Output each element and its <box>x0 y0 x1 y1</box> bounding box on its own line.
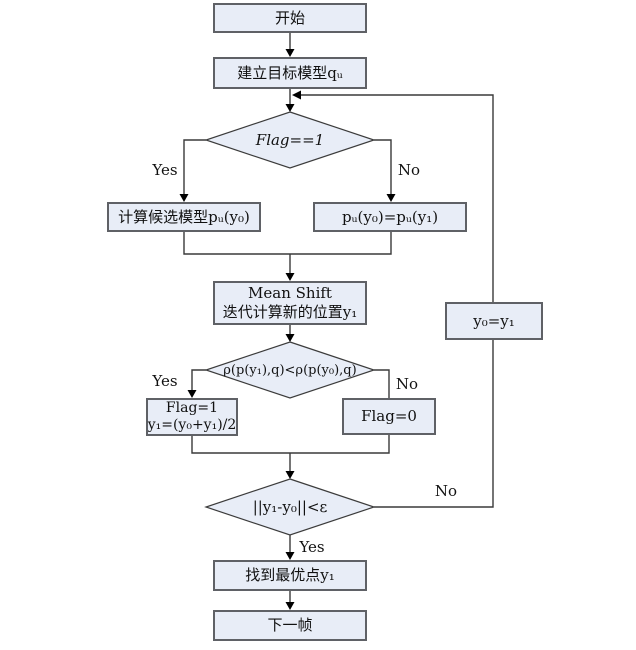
node-next-frame: 下一帧 <box>213 610 367 641</box>
node-start-label: 开始 <box>274 8 305 27</box>
edge-rho-no <box>374 369 390 398</box>
arrowhead-rho <box>285 334 295 342</box>
decision-rho-shape <box>204 341 376 399</box>
edge-rho-yes <box>191 369 206 391</box>
arrowhead-copy <box>386 194 396 202</box>
node-next-frame-label: 下一帧 <box>267 616 313 635</box>
node-mean-shift-line1: Mean Shift <box>248 284 332 303</box>
decision-flag-shape <box>204 111 376 169</box>
node-flag-set1-line1: Flag=1 <box>165 399 219 416</box>
label-converge-yes: Yes <box>299 537 325 556</box>
arrowhead-converge <box>285 471 295 479</box>
node-compute-candidate: 计算候选模型pᵤ(y₀) <box>107 202 261 232</box>
label-flag-no: No <box>397 160 421 179</box>
node-start: 开始 <box>213 3 367 33</box>
edge-flag-yes <box>183 139 206 195</box>
edge-merge2 <box>191 435 390 454</box>
edge-return-loop <box>297 94 494 508</box>
node-update-y0-label: y₀=y₁ <box>473 311 515 330</box>
arrowhead-optimum <box>285 552 295 560</box>
arrowhead-nextframe <box>285 602 295 610</box>
node-optimum-label: 找到最优点y₁ <box>245 566 335 585</box>
label-flag-yes: Yes <box>152 160 178 179</box>
node-mean-shift-line2: 迭代计算新的位置y₁ <box>222 303 358 321</box>
arrowhead-return <box>292 90 301 100</box>
decision-converge-label: ||y₁-y₀||<ε <box>252 498 328 516</box>
label-rho-yes: Yes <box>152 371 178 390</box>
arrowhead-flagcheck <box>285 104 295 112</box>
node-flag-set0-label: Flag=0 <box>361 407 417 426</box>
node-build-model: 建立目标模型qᵤ <box>213 57 367 89</box>
node-compute-candidate-label: 计算候选模型pᵤ(y₀) <box>118 207 250 226</box>
node-build-model-label: 建立目标模型qᵤ <box>237 63 343 82</box>
node-flag-set0: Flag=0 <box>342 398 436 435</box>
node-copy-model: pᵤ(y₀)=pᵤ(y₁) <box>313 202 467 232</box>
node-update-y0: y₀=y₁ <box>445 302 543 340</box>
edge-flag-no <box>374 139 392 195</box>
node-mean-shift: Mean Shift 迭代计算新的位置y₁ <box>213 281 367 325</box>
node-optimum: 找到最优点y₁ <box>213 560 367 591</box>
label-rho-no: No <box>395 374 419 393</box>
node-copy-model-label: pᵤ(y₀)=pᵤ(y₁) <box>341 207 439 226</box>
label-converge-no: No <box>434 481 458 500</box>
arrowhead-meanshift <box>285 273 295 281</box>
arrowhead-build <box>285 49 295 57</box>
decision-flag-label: Flag==1 <box>255 131 325 149</box>
node-flag-set1: Flag=1 y₁=(y₀+y₁)/2 <box>146 398 238 436</box>
decision-rho-label: ρ(p(y₁),q)<ρ(p(y₀),q) <box>223 362 357 378</box>
arrowhead-flag1 <box>187 390 197 398</box>
node-flag-set1-line2: y₁=(y₀+y₁)/2 <box>147 417 237 433</box>
decision-converge-shape <box>204 478 376 536</box>
arrowhead-candidate <box>179 194 189 202</box>
edge-merge1 <box>183 232 392 255</box>
